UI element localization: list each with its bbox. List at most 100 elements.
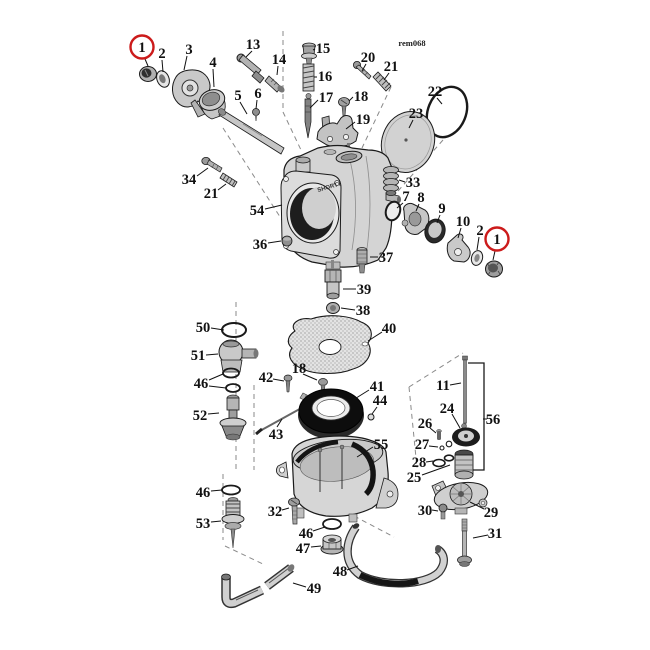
part-cable-adjuster	[236, 53, 265, 84]
part-plug-36	[281, 235, 293, 247]
leader-line	[312, 48, 316, 51]
callout-red-circle	[129, 34, 155, 60]
part-callout-9: 9	[436, 201, 446, 224]
callout-number: 5	[234, 88, 241, 104]
callout-number: 43	[269, 427, 284, 443]
part-callout-21: 21	[204, 183, 227, 202]
part-nut-38	[326, 302, 340, 314]
leader-line	[457, 227, 462, 239]
callout-number: 19	[356, 112, 371, 128]
part-oring-7	[384, 200, 402, 222]
part-callout-40: 40	[367, 321, 396, 342]
leader-line	[476, 236, 480, 251]
part-callout-29: 29	[469, 501, 498, 521]
watermark-code: rem068	[398, 38, 425, 48]
part-orings-28	[432, 454, 455, 468]
part-callout-19: 19	[345, 112, 371, 130]
leader-line	[264, 204, 283, 210]
part-carb-body	[280, 144, 401, 270]
callout-number: 49	[307, 581, 322, 597]
part-callout-18: 18	[348, 89, 368, 105]
leader-line	[239, 101, 248, 115]
part-callout-56: 56	[483, 412, 500, 428]
part-adjuster-sleeve	[264, 75, 285, 93]
part-pump-housing-8	[401, 203, 430, 235]
part-callout-31: 31	[472, 526, 503, 542]
part-callout-46: 46	[299, 526, 326, 542]
callout-number: 54	[250, 203, 265, 219]
part-idle-screw-53	[221, 497, 245, 549]
leader-line	[276, 65, 279, 76]
part-pin-26	[436, 429, 442, 440]
callout-number: 30	[418, 503, 433, 519]
callout-number: 53	[196, 516, 211, 532]
callout-number: 38	[356, 303, 371, 319]
callout-number: 8	[417, 190, 424, 206]
part-float-ring-41	[298, 388, 364, 439]
part-callout-8: 8	[415, 190, 425, 212]
leader-line	[346, 565, 359, 571]
leader-line	[276, 418, 283, 428]
callout-number: 21	[384, 59, 399, 75]
leader-line	[161, 59, 164, 73]
callout-number: 1	[138, 40, 145, 56]
callout-number: 41	[370, 379, 385, 395]
part-spring-21-top	[372, 71, 392, 92]
part-callout-24: 24	[440, 401, 461, 429]
leader-line	[208, 385, 227, 389]
callout-number: 52	[193, 408, 208, 424]
callout-number: 34	[182, 172, 197, 188]
part-screw-34	[201, 156, 223, 173]
callout-number: 4	[209, 55, 216, 71]
leader-line	[210, 489, 223, 492]
leader-line	[383, 72, 390, 81]
part-pushrod-11	[462, 355, 468, 431]
part-needle-17	[304, 93, 312, 139]
callout-red-circle	[484, 226, 510, 252]
part-callout-42: 42	[259, 370, 285, 386]
callout-number: 10	[456, 214, 471, 230]
part-shaft-screw	[252, 108, 260, 121]
leader-line	[144, 58, 149, 67]
part-screw-42	[283, 374, 293, 393]
callout-number: 3	[185, 42, 192, 58]
part-nut-right	[485, 260, 503, 278]
part-callout-26: 26	[418, 416, 437, 434]
part-bushing-nut-left	[139, 66, 157, 82]
callout-number: 17	[319, 90, 334, 106]
part-fuel-hose-48	[343, 523, 448, 588]
leader-line	[340, 307, 356, 311]
callout-number: 24	[440, 401, 455, 417]
leader-line	[272, 378, 285, 382]
callout-number: 26	[418, 416, 433, 432]
callout-number: 31	[488, 526, 503, 542]
leader-line	[436, 97, 443, 105]
callout-number: 9	[438, 201, 445, 217]
part-pump-stack-25	[454, 449, 474, 480]
callout-number: 39	[357, 282, 372, 298]
part-elbow-tube-49	[221, 564, 295, 609]
part-oring-22	[425, 85, 469, 139]
leader-line	[472, 534, 489, 539]
part-callout-11: 11	[436, 378, 462, 394]
leader-line	[421, 464, 451, 476]
leader-line	[425, 460, 434, 463]
part-pump-plunger-52	[219, 394, 247, 441]
part-callout-55: 55	[356, 437, 388, 458]
leader-line	[292, 582, 307, 588]
leader-line	[245, 50, 253, 58]
part-bolt-31	[457, 518, 472, 567]
leader-line	[207, 412, 220, 415]
part-callout-2: 2	[476, 223, 484, 251]
part-callout-6: 6	[254, 86, 262, 110]
callout-number: 20	[361, 50, 376, 66]
callout-number: 50	[196, 320, 211, 336]
part-callout-39: 39	[343, 282, 371, 298]
callout-number: 56	[486, 412, 501, 428]
callout-number: 7	[402, 189, 409, 205]
part-callout-21: 21	[383, 59, 399, 81]
part-callout-5: 5	[234, 88, 248, 115]
part-callout-32: 32	[268, 504, 290, 520]
part-callout-1: 1	[484, 226, 510, 261]
